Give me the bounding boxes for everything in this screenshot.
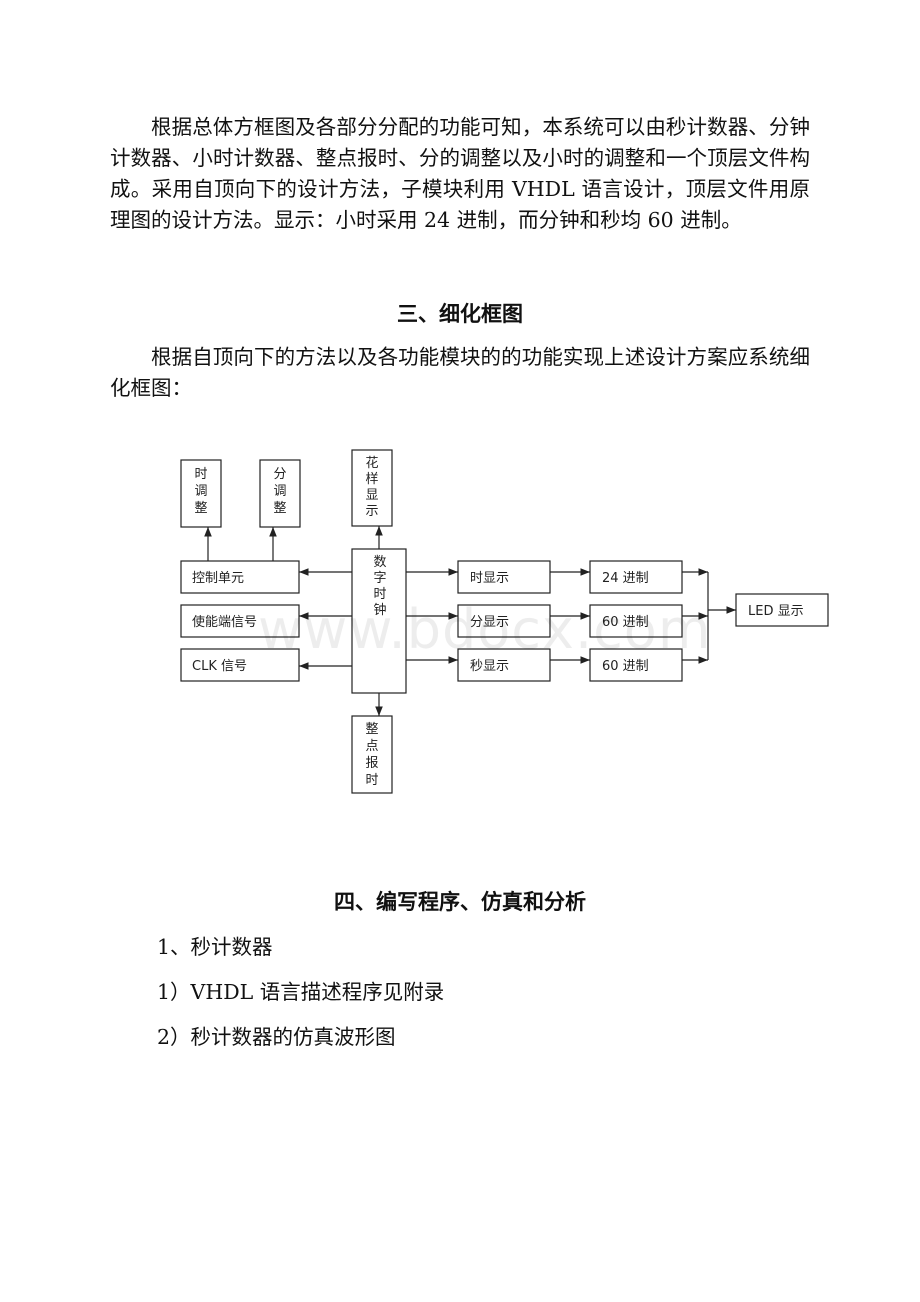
second-display-label: 秒显示 bbox=[470, 659, 509, 674]
hour-adjust-label-3: 整 bbox=[194, 501, 207, 516]
hour-adjust-box bbox=[180, 459, 222, 528]
hour-display-label: 时显示 bbox=[470, 571, 509, 586]
minute-adjust-label-3: 整 bbox=[273, 501, 286, 516]
section4-item1: 1、秒计数器 bbox=[157, 935, 273, 959]
base60-second-counter-label: 60 进制 bbox=[602, 659, 649, 674]
watermark: www.bdocx.com bbox=[258, 598, 712, 661]
hourly-chime-label-1: 整 bbox=[365, 722, 378, 737]
control-unit-box bbox=[180, 560, 300, 594]
pattern-display-label-4: 示 bbox=[365, 504, 378, 519]
base24-counter-box bbox=[589, 560, 683, 594]
hour-adjust-label-1: 时 bbox=[194, 467, 207, 482]
hourly-chime-box bbox=[351, 715, 393, 794]
hour-display-box bbox=[457, 560, 551, 594]
minute-adjust-box bbox=[259, 459, 301, 528]
pattern-display-label-3: 显 bbox=[365, 488, 378, 503]
digital-clock-label-2: 字 bbox=[373, 571, 386, 586]
section4-item1-2: 2）秒计数器的仿真波形图 bbox=[157, 1025, 396, 1049]
digital-clock-label-1: 数 bbox=[373, 555, 386, 570]
pattern-display-label-2: 样 bbox=[365, 472, 378, 487]
hourly-chime-label-3: 报 bbox=[365, 756, 378, 771]
base24-counter-label: 24 进制 bbox=[602, 571, 649, 586]
section4-item1-1: 1）VHDL 语言描述程序见附录 bbox=[157, 980, 445, 1004]
clk-signal-label: CLK 信号 bbox=[192, 659, 247, 674]
pattern-display-label-1: 花 bbox=[365, 455, 378, 471]
minute-adjust-label-1: 分 bbox=[273, 467, 286, 482]
led-display-label: LED 显示 bbox=[748, 604, 804, 619]
intro-paragraph: 根据总体方框图及各部分分配的功能可知，本系统可以由秒计数器、分钟计数器、小时计数… bbox=[110, 115, 810, 232]
led-display-box bbox=[735, 593, 829, 627]
pattern-display-box bbox=[351, 449, 393, 527]
section3-title: 三、细化框图 bbox=[397, 301, 523, 326]
hourly-chime-label-2: 点 bbox=[365, 739, 378, 754]
section4-title: 四、编写程序、仿真和分析 bbox=[334, 889, 586, 914]
minute-adjust-label-2: 调 bbox=[273, 484, 286, 499]
section3-paragraph: 根据自顶向下的方法以及各功能模块的的功能实现上述设计方案应系统细化框图： bbox=[110, 345, 810, 400]
hourly-chime-label-4: 时 bbox=[365, 773, 378, 788]
enable-signal-label: 使能端信号 bbox=[192, 614, 257, 630]
hour-adjust-label-2: 调 bbox=[194, 484, 207, 499]
control-unit-label: 控制单元 bbox=[192, 571, 244, 586]
